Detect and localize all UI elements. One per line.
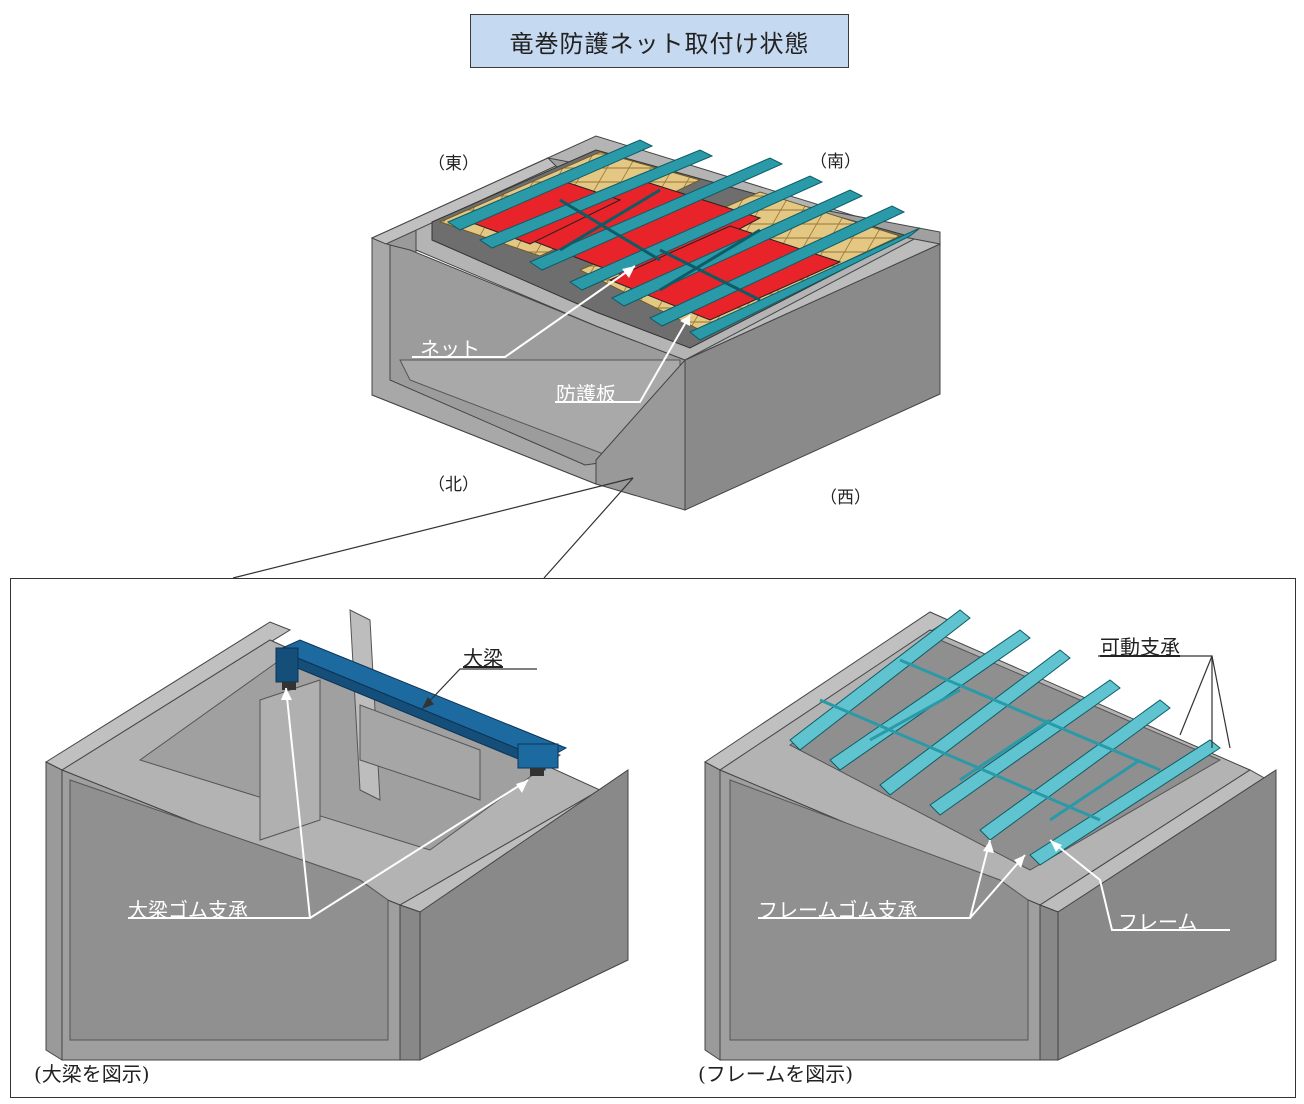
detail-frame	[10, 578, 1296, 1098]
direction-east-label: （東）	[428, 154, 479, 174]
net-label: ネット	[420, 337, 480, 361]
girder-leader	[421, 668, 537, 710]
left-caption: (大梁を図示)	[34, 1062, 150, 1086]
frame-rubber-bearing-label: フレームゴム支承	[758, 898, 918, 922]
movable-bearing-label: 可動支承	[1100, 635, 1180, 659]
movable-bearing-leader	[1098, 655, 1231, 749]
girder-label: 大梁	[463, 646, 503, 670]
protective-plate-label: 防護板	[556, 382, 616, 406]
direction-north-label: （北）	[428, 475, 479, 495]
frame-label: フレーム	[1118, 910, 1198, 934]
top-underlines	[412, 356, 640, 403]
direction-south-label: （南）	[810, 152, 861, 172]
detail-connector-lines	[232, 477, 634, 579]
girder-rubber-bearing-label: 大梁ゴム支承	[128, 898, 248, 922]
left-leader-lines	[128, 687, 529, 919]
top-arrowheads	[622, 266, 690, 326]
left-arrowheads	[281, 688, 528, 793]
right-caption: (フレームを図示)	[698, 1062, 854, 1086]
left-detail-structure	[44, 609, 629, 1061]
direction-west-label: （西）	[820, 488, 871, 508]
right-detail-structure	[704, 609, 1277, 1061]
right-arrowheads	[983, 840, 1062, 868]
right-leader-lines	[758, 839, 1230, 931]
top-structure	[370, 135, 942, 511]
diagram-title: 竜巻防護ネット取付け状態	[470, 14, 849, 68]
